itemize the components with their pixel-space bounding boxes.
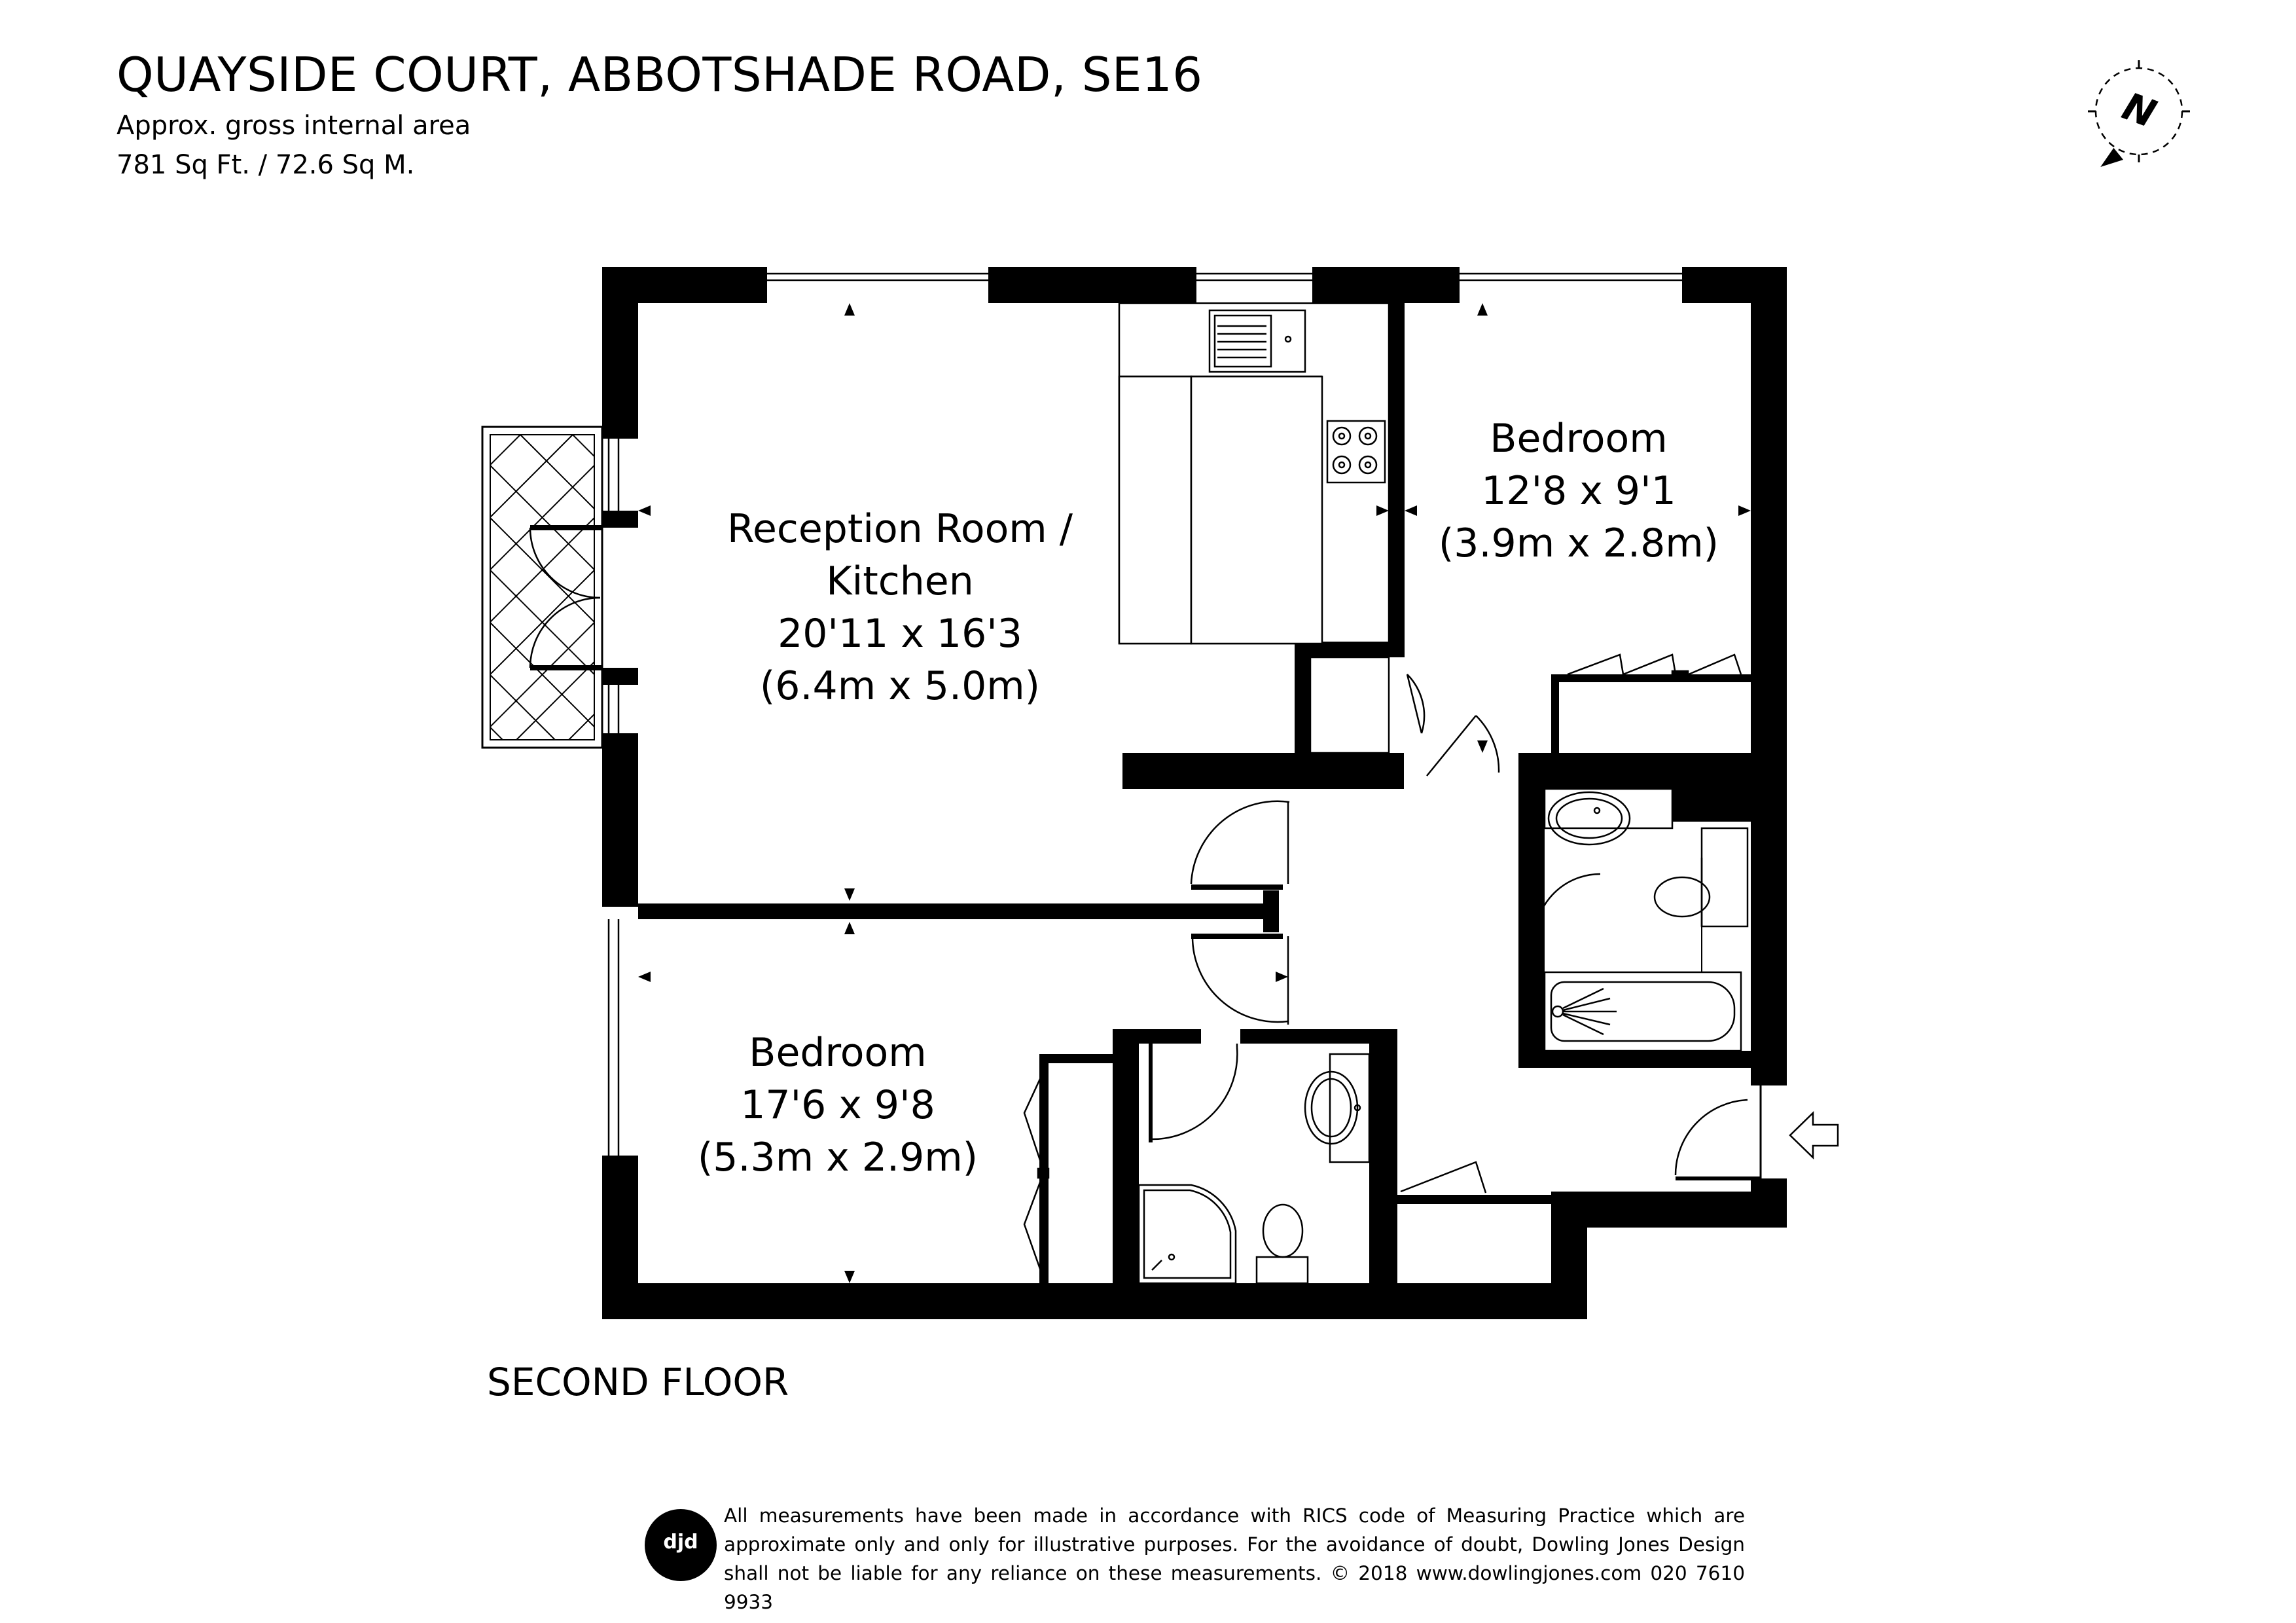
reception-metric: (6.4m x 5.0m) xyxy=(760,663,1040,709)
reception-imperial: 20'11 x 16'3 xyxy=(778,611,1022,657)
walls xyxy=(602,267,1787,1319)
bedroom2-name: Bedroom xyxy=(749,1030,926,1076)
entrance-arrow-icon xyxy=(1789,1111,1839,1159)
cupboard xyxy=(1309,656,1426,754)
ensuite-fixtures xyxy=(1138,1053,1371,1285)
compass-icon: N xyxy=(2088,60,2190,168)
logo-text: djd xyxy=(663,1531,698,1554)
balcony xyxy=(481,426,603,749)
area-label: Approx. gross internal area xyxy=(117,111,471,141)
wardrobe-doors-1 xyxy=(1567,653,1742,680)
bedroom1-imperial: 12'8 x 9'1 xyxy=(1481,468,1676,514)
windows xyxy=(607,272,1682,1156)
djd-logo: djd xyxy=(645,1509,717,1581)
wardrobe-2 xyxy=(1023,1067,1050,1283)
disclaimer-text: All measurements have been made in accor… xyxy=(724,1504,1745,1613)
bathroom-fixtures xyxy=(1543,788,1749,1052)
bedroom2-metric: (5.3m x 2.9m) xyxy=(698,1135,978,1180)
property-title: QUAYSIDE COURT, ABBOTSHADE ROAD, SE16 xyxy=(117,47,1203,102)
kitchen-units xyxy=(1118,302,1390,645)
reception-name-line1: Reception Room / xyxy=(727,506,1073,552)
room-labels: Reception Room / Kitchen 20'11 x 16'3 (6… xyxy=(698,416,1719,1180)
dimension-arrows xyxy=(638,303,1751,1283)
area-value: 781 Sq Ft. / 72.6 Sq M. xyxy=(117,150,415,180)
bedroom2-imperial: 17'6 x 9'8 xyxy=(740,1082,935,1128)
bedroom1-name: Bedroom xyxy=(1490,416,1667,462)
balcony-doors xyxy=(529,525,602,670)
doors xyxy=(1149,715,1762,1194)
floor-label: SECOND FLOOR xyxy=(487,1360,789,1404)
bathroom-partitions xyxy=(1545,828,1702,973)
bedroom1-metric: (3.9m x 2.8m) xyxy=(1439,520,1719,566)
reception-name-line2: Kitchen xyxy=(826,558,974,604)
